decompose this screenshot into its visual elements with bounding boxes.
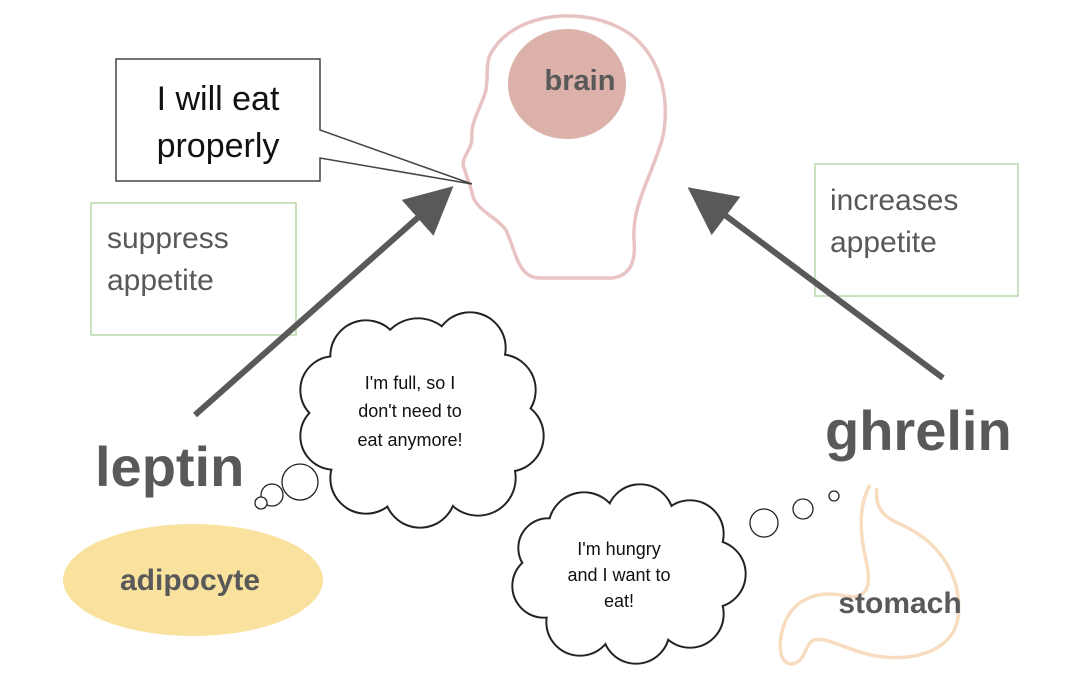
increases-appetite-box <box>814 163 1019 297</box>
leptin-thought-line3: eat anymore! <box>357 430 462 450</box>
stomach-outline-icon <box>778 484 961 666</box>
ghrelin-thought-line2: and I want to <box>567 565 670 585</box>
leptin-label: leptin <box>95 435 244 498</box>
adipocyte-label: adipocyte <box>120 564 260 597</box>
suppress-appetite-line1: suppress <box>107 222 229 255</box>
brain-label: brain <box>545 65 616 97</box>
thought-cloud-icon <box>511 483 840 665</box>
leptin-thought-line1: I'm full, so I <box>365 373 455 393</box>
suppress-appetite-line2: appetite <box>107 264 214 297</box>
speech-callout-box <box>115 58 473 185</box>
speech-text-line2: properly <box>157 127 280 165</box>
ghrelin-label: ghrelin <box>825 399 1012 462</box>
leptin-thought-line2: don't need to <box>358 401 462 421</box>
brain-shape <box>508 29 626 139</box>
suppress-appetite-box <box>90 202 297 336</box>
ghrelin-arrow <box>687 187 945 381</box>
adipocyte-cell <box>63 524 323 636</box>
increases-appetite-line2: appetite <box>830 226 937 259</box>
ghrelin-thought-line1: I'm hungry <box>577 539 660 559</box>
stomach-label: stomach <box>838 587 961 620</box>
head-outline-icon <box>461 14 668 280</box>
ghrelin-thought-line3: eat! <box>604 591 634 611</box>
speech-text-line1: I will eat <box>157 80 280 118</box>
thought-cloud-icon <box>254 311 545 529</box>
leptin-arrow <box>193 186 454 418</box>
increases-appetite-line1: increases <box>830 184 958 217</box>
